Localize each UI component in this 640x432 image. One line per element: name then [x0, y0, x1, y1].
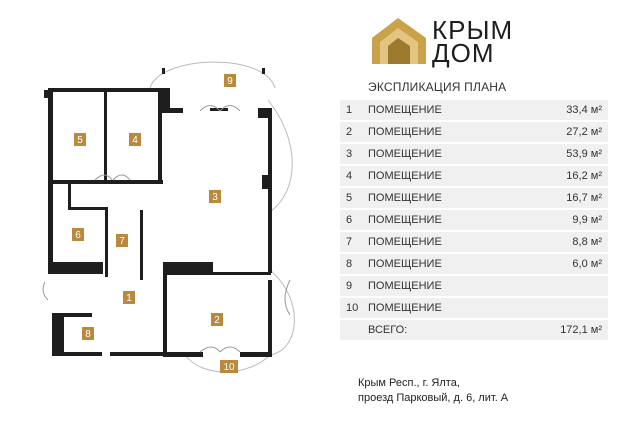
address-line1: Крым Респ., г. Ялта,	[358, 377, 460, 389]
row-name: ПОМЕЩЕНИЕ	[368, 104, 442, 116]
brand-name-line1: КРЫМ	[432, 15, 514, 45]
room-label-1: 1	[126, 293, 132, 304]
row-area: 27,2 м²	[566, 126, 602, 138]
row-number: 10	[346, 302, 359, 314]
table-row: 1 ПОМЕЩЕНИЕ 33,4 м²	[340, 100, 608, 120]
row-area: 16,2 м²	[566, 170, 602, 182]
explication-title: ЭКСПЛИКАЦИЯ ПЛАНА	[368, 80, 507, 94]
total-value: 172,1 м²	[560, 324, 602, 336]
row-area: 16,7 м²	[566, 192, 602, 204]
row-area: 6,0 м²	[572, 258, 602, 270]
balcony-9-outline	[149, 61, 276, 89]
balcony-side-outline	[267, 99, 293, 213]
table-row: 10 ПОМЕЩЕНИЕ	[340, 298, 608, 318]
floor-plan: 5 4 3 6 7 1 2 8 9 10	[42, 61, 295, 373]
row-name: ПОМЕЩЕНИЕ	[368, 280, 442, 292]
row-number: 2	[346, 126, 353, 138]
room-label-3: 3	[212, 192, 218, 203]
address: Крым Респ., г. Ялта, проезд Парковый, д.…	[358, 376, 508, 406]
row-name: ПОМЕЩЕНИЕ	[368, 170, 442, 182]
row-number: 7	[346, 236, 353, 248]
row-number: 3	[346, 148, 353, 160]
row-number: 6	[346, 214, 353, 226]
room-label-4: 4	[132, 135, 138, 146]
row-name: ПОМЕЩЕНИЕ	[368, 148, 442, 160]
door-arcs	[42, 105, 291, 353]
table-row: 4 ПОМЕЩЕНИЕ 16,2 м²	[340, 166, 608, 186]
row-number: 1	[346, 104, 353, 116]
room-label-8: 8	[85, 329, 91, 340]
room-labels: 5 4 3 6 7 1 2 8 9 10	[72, 74, 238, 373]
table-row: 6 ПОМЕЩЕНИЕ 9,9 м²	[340, 210, 608, 230]
table-row: 2 ПОМЕЩЕНИЕ 27,2 м²	[340, 122, 608, 142]
row-name: ПОМЕЩЕНИЕ	[368, 302, 442, 314]
room-label-2: 2	[214, 315, 220, 326]
brand-name-line2: ДОМ	[432, 38, 495, 68]
explication-table: 1 ПОМЕЩЕНИЕ 33,4 м² 2 ПОМЕЩЕНИЕ 27,2 м² …	[340, 100, 608, 342]
row-name: ПОМЕЩЕНИЕ	[368, 192, 442, 204]
room-label-6: 6	[75, 230, 81, 241]
row-number: 8	[346, 258, 353, 270]
row-name: ПОМЕЩЕНИЕ	[368, 214, 442, 226]
room-label-5: 5	[77, 135, 83, 146]
row-number: 9	[346, 280, 353, 292]
table-row: 5 ПОМЕЩЕНИЕ 16,7 м²	[340, 188, 608, 208]
table-row: 9 ПОМЕЩЕНИЕ	[340, 276, 608, 296]
table-total-row: ВСЕГО: 172,1 м²	[340, 320, 608, 340]
room-label-9: 9	[227, 76, 233, 87]
row-area: 9,9 м²	[572, 214, 602, 226]
row-area: 53,9 м²	[566, 148, 602, 160]
house-logo-icon	[372, 18, 426, 64]
row-name: ПОМЕЩЕНИЕ	[368, 258, 442, 270]
row-number: 5	[346, 192, 353, 204]
row-area: 8,8 м²	[572, 236, 602, 248]
room-label-7: 7	[119, 236, 125, 247]
table-row: 3 ПОМЕЩЕНИЕ 53,9 м²	[340, 144, 608, 164]
row-name: ПОМЕЩЕНИЕ	[368, 236, 442, 248]
table-row: 8 ПОМЕЩЕНИЕ 6,0 м²	[340, 254, 608, 274]
table-row: 7 ПОМЕЩЕНИЕ 8,8 м²	[340, 232, 608, 252]
row-name: ПОМЕЩЕНИЕ	[368, 126, 442, 138]
total-label: ВСЕГО:	[368, 324, 408, 336]
balcony-posts	[162, 68, 265, 74]
row-area: 33,4 м²	[566, 104, 602, 116]
walls	[44, 88, 272, 357]
address-line2: проезд Парковый, д. 6, лит. А	[358, 392, 509, 404]
room-label-10: 10	[223, 362, 235, 373]
row-number: 4	[346, 170, 353, 182]
